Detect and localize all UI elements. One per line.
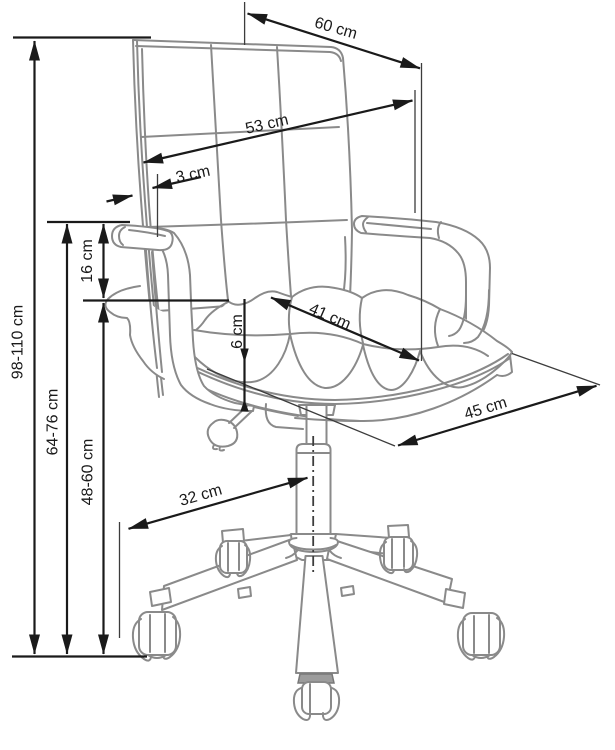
svg-text:64-76 cm: 64-76 cm bbox=[45, 389, 62, 456]
svg-text:16 cm: 16 cm bbox=[79, 239, 96, 283]
svg-text:3 cm: 3 cm bbox=[174, 163, 211, 187]
svg-text:60 cm: 60 cm bbox=[312, 14, 359, 42]
svg-text:6 cm: 6 cm bbox=[229, 314, 246, 349]
svg-text:32 cm: 32 cm bbox=[177, 481, 224, 509]
svg-text:98-110 cm: 98-110 cm bbox=[9, 305, 26, 379]
svg-text:48-60 cm: 48-60 cm bbox=[80, 439, 97, 506]
